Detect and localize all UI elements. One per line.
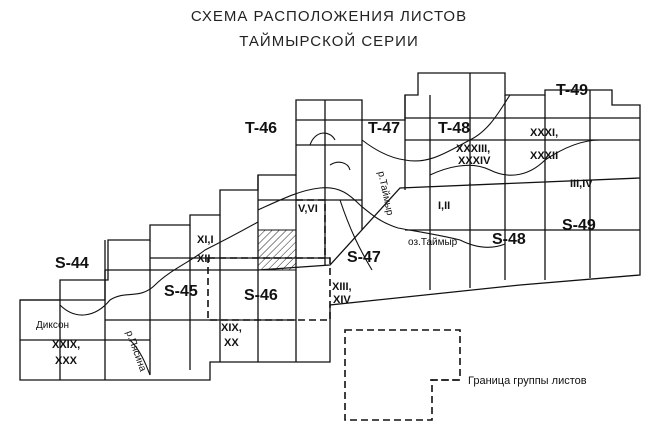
- coastline: [257, 187, 399, 229]
- coastline: [429, 139, 601, 176]
- sheet-label: XIII,: [332, 281, 352, 293]
- river: [129, 339, 151, 376]
- zone-label-t47: T-47: [368, 120, 400, 137]
- sheet-label: XXIX,: [52, 339, 80, 351]
- zone-label-t48: T-48: [438, 120, 470, 137]
- coastline: [361, 94, 511, 162]
- zone-label-s49: S-49: [562, 217, 596, 234]
- sheet-label: XX: [224, 337, 239, 349]
- map-title-line-2: ТАЙМЫРСКОЙ СЕРИИ: [239, 33, 419, 50]
- sheet-label: V,VI: [298, 203, 318, 215]
- sheet-label: XXXII: [530, 150, 558, 162]
- sheet-label: XXX: [55, 355, 78, 367]
- place-pyasina-river: р.Пясина: [123, 329, 148, 373]
- sheet-grid: [19, 72, 641, 381]
- zone-label-s46: S-46: [244, 287, 278, 304]
- zone-label-t49: T-49: [556, 82, 588, 99]
- row-boundary-2: [20, 270, 106, 301]
- sheet-label: XXXIII,: [456, 143, 490, 155]
- geography: [59, 94, 601, 376]
- legend-label: Граница группы листов: [468, 375, 587, 387]
- place-taimyr-lake: оз.Таймыр: [408, 237, 458, 248]
- island: [309, 132, 336, 146]
- sheet-label: XXXI,: [530, 127, 558, 139]
- hatched-sheet: [257, 229, 297, 271]
- sheet-label: XIX,: [221, 322, 242, 334]
- zone-label-t46: T-46: [245, 120, 277, 137]
- island: [329, 161, 351, 171]
- lake-shore: [397, 227, 506, 248]
- row-boundary: [105, 177, 641, 271]
- sheet-label: III,IV: [570, 178, 593, 190]
- zone-label-s45: S-45: [164, 283, 198, 300]
- sheet-label: XI,I: [197, 234, 214, 246]
- zone-label-s44: S-44: [55, 255, 89, 272]
- sheet-label: XIV: [333, 294, 351, 306]
- map-title-line-1: СХЕМА РАСПОЛОЖЕНИЯ ЛИСТОВ: [190, 8, 468, 25]
- legend-dashed-box: [344, 329, 461, 421]
- place-taimyr-river: р.Таймыр: [375, 170, 395, 217]
- group-boundary: [296, 199, 326, 258]
- zone-label-s48: S-48: [492, 231, 526, 248]
- sheet-label: XXXIV: [458, 155, 491, 167]
- sheet-label: XII: [197, 253, 210, 265]
- zone-label-s47: S-47: [347, 249, 381, 266]
- group-boundaries: [207, 199, 461, 421]
- sheet-label: I,II: [438, 200, 450, 212]
- coastline: [59, 221, 259, 316]
- river: [339, 199, 373, 271]
- band-outline: [19, 72, 641, 381]
- place-dikson: Диксон: [36, 320, 69, 331]
